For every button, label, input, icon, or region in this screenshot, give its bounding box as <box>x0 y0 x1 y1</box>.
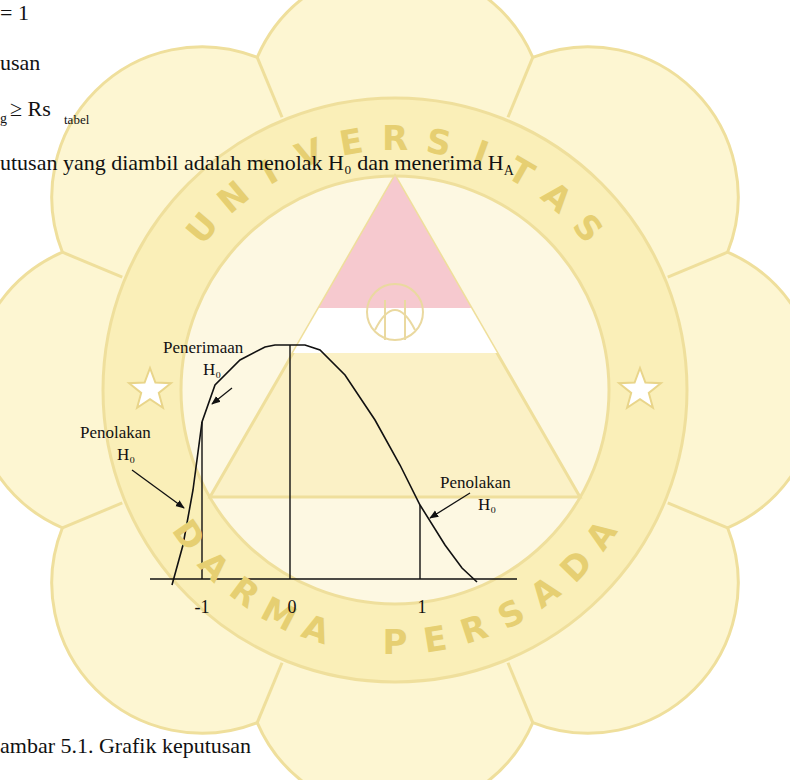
watermark-ring <box>103 98 687 682</box>
watermark-letter: D <box>167 513 211 556</box>
region-label: Penolakan <box>440 473 511 493</box>
center-line <box>289 345 290 579</box>
watermark-letter: D <box>554 544 598 588</box>
watermark-white-band <box>293 308 497 353</box>
formula-text: ≥ Rs <box>10 96 51 121</box>
leader-arrow <box>212 388 232 404</box>
region-label: H₀ <box>117 445 135 465</box>
watermark-letter: A <box>525 571 566 614</box>
body-text: utusan yang diambil adalah menolak H₀ da… <box>0 150 504 175</box>
leader-arrow <box>430 493 470 518</box>
region-label: Penerimaan <box>163 338 243 358</box>
heading-fragment: usan <box>0 50 40 75</box>
subscript: A <box>504 163 514 179</box>
watermark-letter: A <box>298 609 334 650</box>
watermark-letter: A <box>193 544 236 587</box>
subscript: tabel <box>64 113 89 128</box>
watermark-letter: N <box>211 175 255 219</box>
subscript: g <box>0 111 7 127</box>
region-label: H₀ <box>478 495 496 515</box>
watermark-letter: R <box>224 571 265 614</box>
watermark-letter: S <box>493 593 530 634</box>
figure-caption: ambar 5.1. Grafik keputusan <box>0 733 251 758</box>
watermark-red-band <box>319 176 471 308</box>
watermark-letter: A <box>580 514 623 555</box>
watermark-letter: E <box>421 620 449 657</box>
watermark-letter: R <box>456 609 492 650</box>
region-label: Penolakan <box>80 423 151 443</box>
watermark-letter: R <box>382 121 408 155</box>
axis-tick: 1 <box>418 597 427 618</box>
region-label: H₀ <box>203 360 221 380</box>
axis-tick: 0 <box>288 597 297 618</box>
leader-arrow <box>132 470 184 508</box>
axis-tick: -1 <box>195 597 210 618</box>
watermark-inner-circle <box>181 176 609 604</box>
watermark-emblem <box>367 284 423 340</box>
watermark-letter: P <box>383 625 408 659</box>
watermark-letter: U <box>180 207 224 250</box>
watermark-letter: A <box>536 175 578 218</box>
watermark-triangle <box>210 176 580 497</box>
critical-line <box>201 422 202 579</box>
watermark-star <box>619 368 661 408</box>
watermark-star <box>129 368 171 408</box>
critical-line <box>419 505 420 579</box>
body-text: = 1 <box>0 0 29 25</box>
watermark-letter: S <box>567 208 609 249</box>
